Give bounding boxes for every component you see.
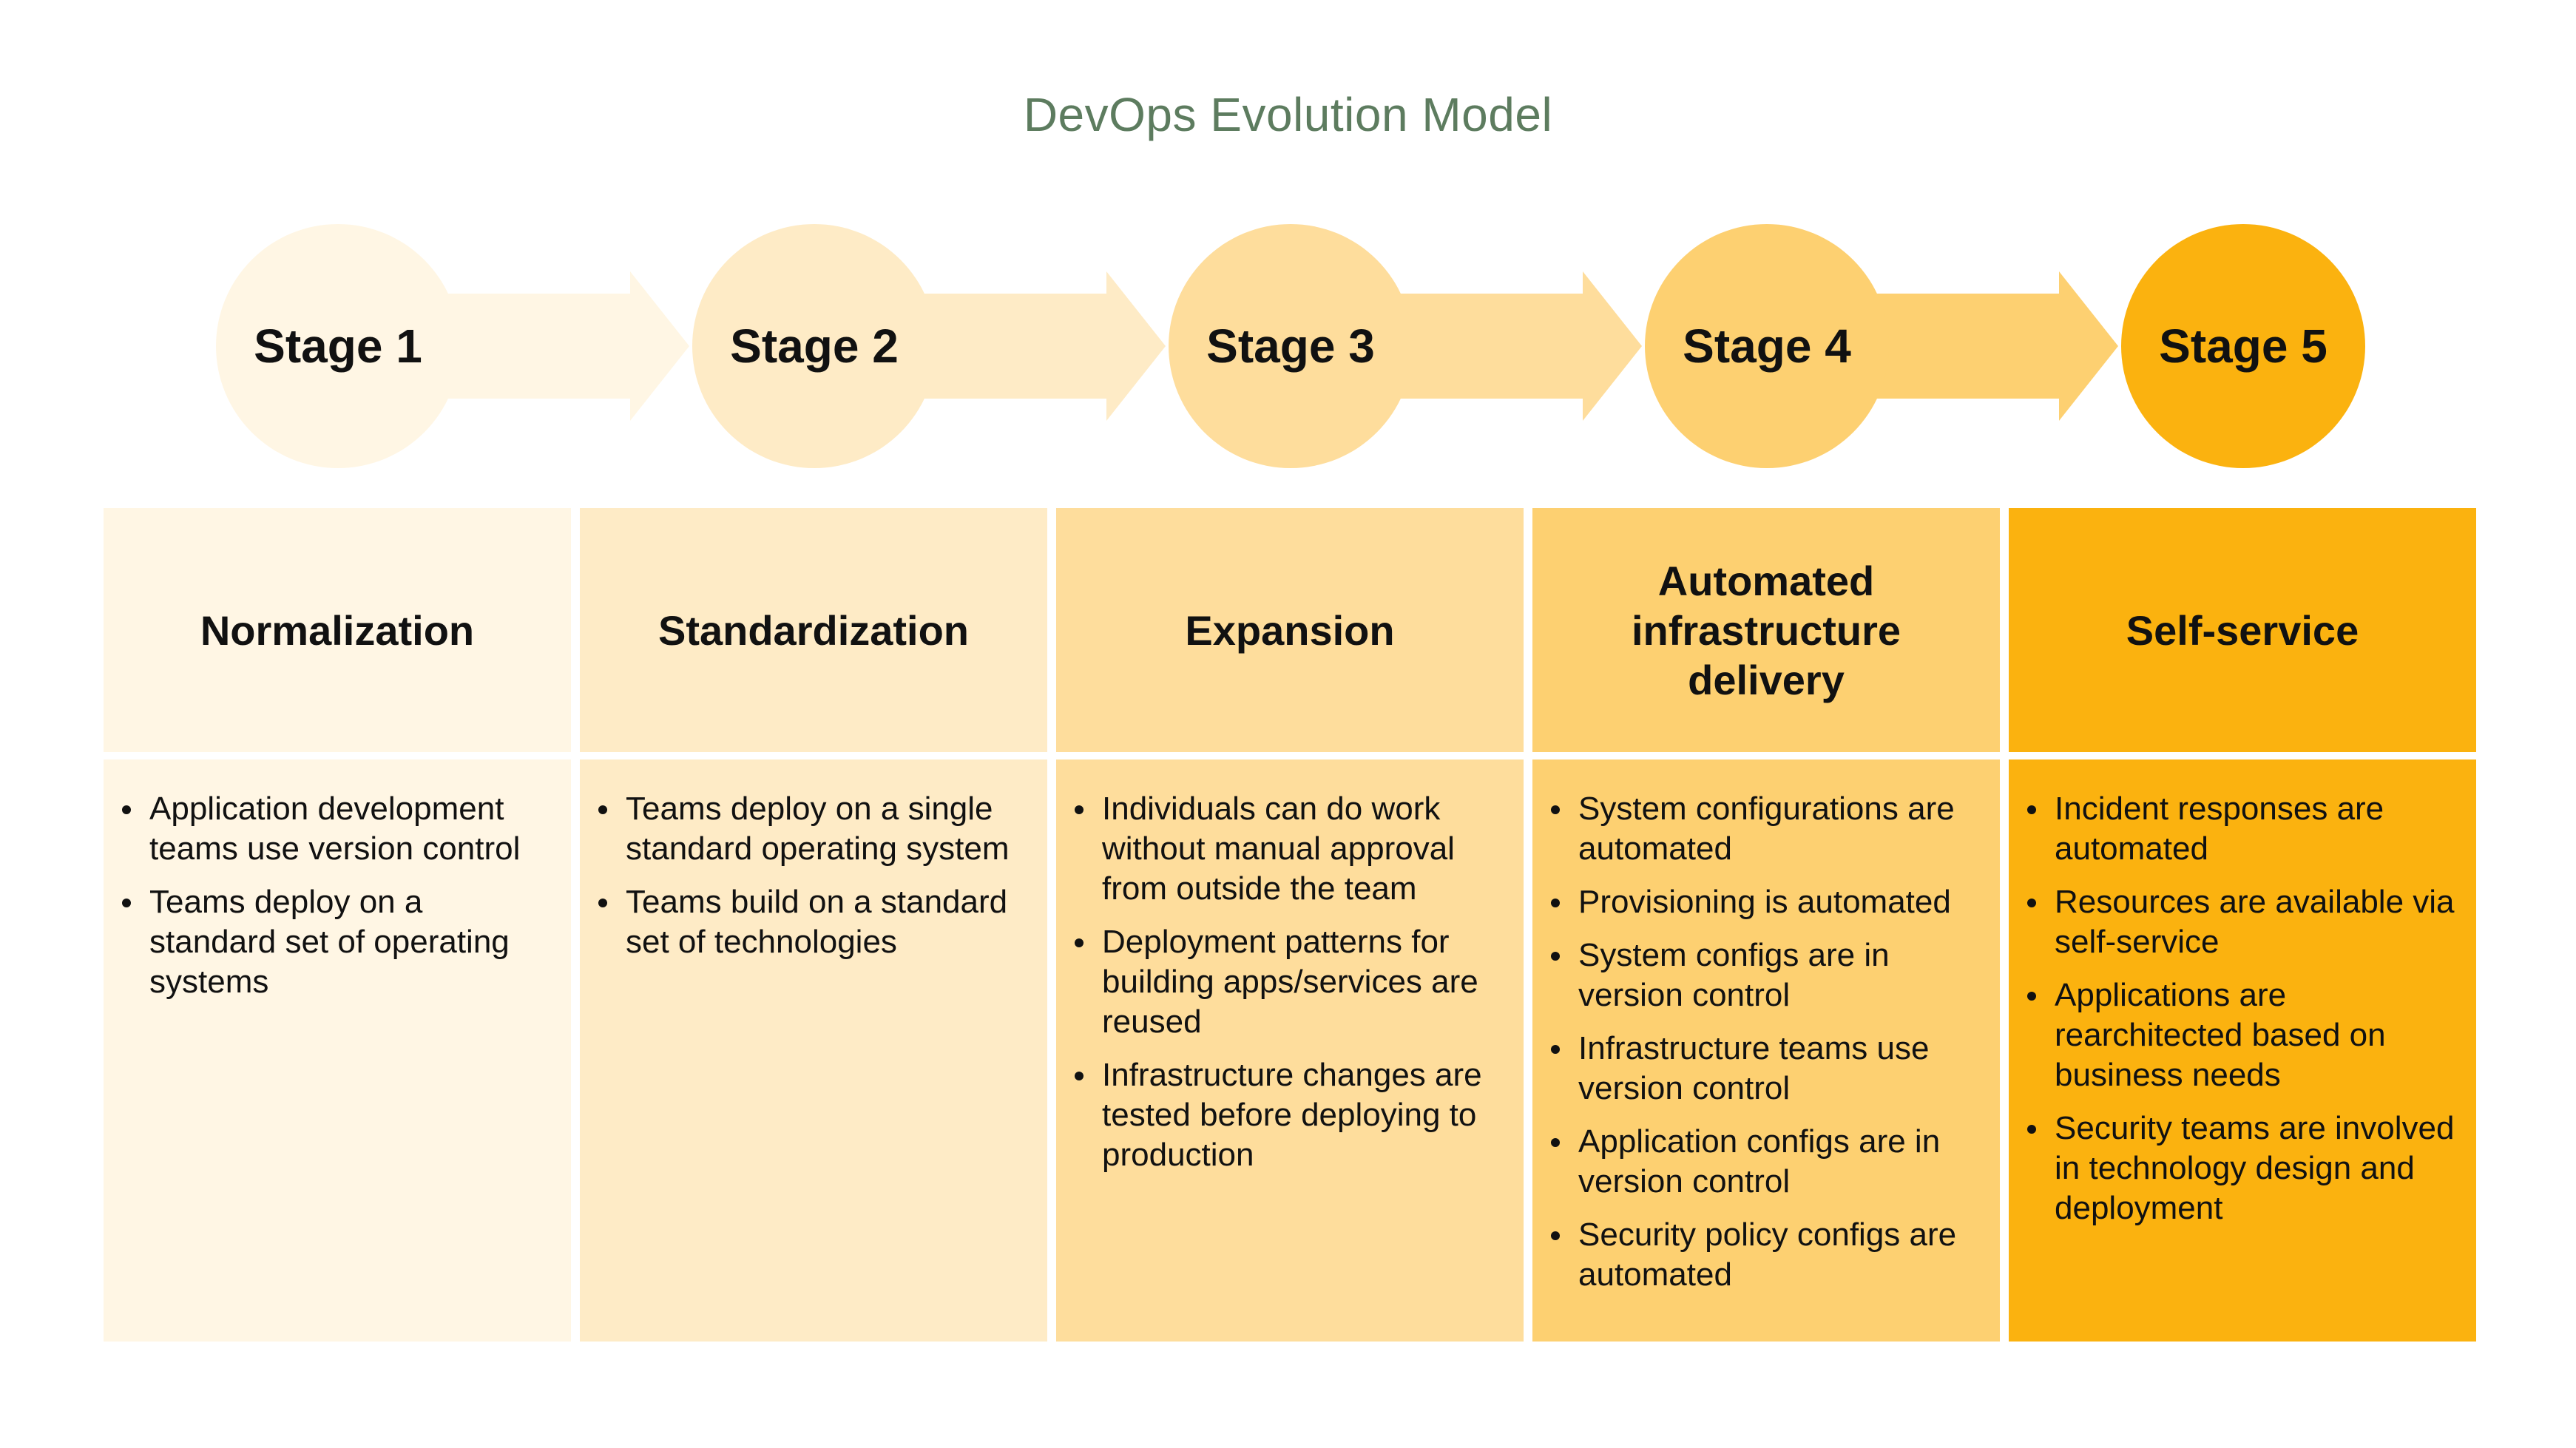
- arrow-shape: [423, 271, 689, 421]
- bullet-list: Individuals can do work without manual a…: [1056, 789, 1524, 1188]
- column-heading-box: Normalization: [104, 508, 571, 752]
- bullet-icon: [2027, 805, 2036, 814]
- stage-2: Stage 2: [692, 224, 1410, 468]
- bullet-icon: [122, 899, 131, 907]
- stage-circle: [1645, 224, 1889, 468]
- list-item-text: Applications are rearchitected based on …: [2055, 977, 2386, 1093]
- list-item: Individuals can do work without manual a…: [1056, 789, 1524, 909]
- bullet-icon: [1075, 1072, 1084, 1080]
- bullet-list: System configurations are automated Prov…: [1532, 789, 2000, 1308]
- list-item: Resources are available via self-service: [2009, 882, 2476, 962]
- list-item-text: Provisioning is automated: [1578, 884, 1951, 920]
- list-item-text: Infrastructure changes are tested before…: [1102, 1057, 1482, 1173]
- bullet-icon: [1075, 805, 1084, 814]
- column-heading: Self-service: [2126, 606, 2359, 654]
- list-item: Security teams are involved in technolog…: [2009, 1109, 2476, 1228]
- bullet-icon: [598, 899, 607, 907]
- stage-label: Stage 5: [2159, 319, 2327, 373]
- column-body: Teams deploy on a single standard operat…: [580, 759, 1047, 1342]
- stage-circle: [2121, 224, 2365, 468]
- diagram-title: DevOps Evolution Model: [1023, 88, 1553, 141]
- bullet-icon: [1551, 1231, 1560, 1240]
- list-item-text: Teams deploy on a single standard operat…: [626, 791, 1010, 867]
- list-item-text: Security policy configs are automated: [1578, 1217, 1957, 1293]
- list-item: Application configs are in version contr…: [1532, 1122, 2000, 1202]
- list-item: Incident responses are automated: [2009, 789, 2476, 869]
- list-item-text: System configurations are automated: [1578, 791, 1955, 867]
- stage-5: Stage 5: [2121, 224, 2373, 468]
- list-item: System configs are in version control: [1532, 936, 2000, 1015]
- column-body: Individuals can do work without manual a…: [1056, 759, 1524, 1342]
- list-item-text: Individuals can do work without manual a…: [1102, 791, 1455, 907]
- column-heading: Automated infrastructure delivery: [1631, 557, 1901, 703]
- column-heading-box: Expansion: [1056, 508, 1524, 752]
- list-item-text: Deployment patterns for building apps/se…: [1102, 924, 1478, 1040]
- arrow-stage-3-to-4: [1376, 271, 1642, 421]
- column-heading: Normalization: [200, 606, 475, 654]
- column-heading: Standardization: [657, 606, 970, 654]
- bullet-icon: [122, 805, 131, 814]
- stage-circle: [692, 224, 936, 468]
- list-item-text: Security teams are involved in technolog…: [2055, 1110, 2455, 1226]
- list-item-text: Application development teams use versio…: [149, 791, 521, 867]
- bullet-icon: [1551, 952, 1560, 961]
- stage-1: Stage 1: [216, 224, 933, 468]
- bullet-icon: [2027, 1125, 2036, 1134]
- bullet-list: Application development teams use versio…: [104, 789, 571, 1015]
- list-item: Deployment patterns for building apps/se…: [1056, 922, 1524, 1042]
- bullet-list: Teams deploy on a single standard operat…: [580, 789, 1047, 975]
- arrow-stage-4-to-5: [1852, 271, 2118, 421]
- list-item-text: Teams deploy on a standard set of operat…: [149, 884, 510, 1000]
- bullet-list: Incident responses are automated Resourc…: [2009, 789, 2476, 1242]
- bullet-icon: [1551, 899, 1560, 907]
- arrow-stage-2-to-3: [899, 271, 1166, 421]
- stage-label: Stage 1: [254, 319, 422, 373]
- stage-label: Stage 2: [730, 319, 899, 373]
- list-item: Security policy configs are automated: [1532, 1215, 2000, 1295]
- list-item: System configurations are automated: [1532, 789, 2000, 869]
- arrow-shape: [899, 271, 1166, 421]
- list-item-text: Resources are available via self-service: [2055, 884, 2455, 960]
- list-item-text: Infrastructure teams use version control: [1578, 1030, 1930, 1106]
- stage-circle: [1169, 224, 1413, 468]
- bullet-icon: [598, 805, 607, 814]
- stage-label: Stage 3: [1206, 319, 1375, 373]
- list-item: Teams deploy on a single standard operat…: [580, 789, 1047, 869]
- stage-circle: [216, 224, 460, 468]
- column-heading: Expansion: [1185, 606, 1395, 654]
- column-heading-box: Self-service: [2009, 508, 2476, 752]
- arrow-shape: [1376, 271, 1642, 421]
- bullet-icon: [1075, 938, 1084, 947]
- list-item: Teams build on a standard set of technol…: [580, 882, 1047, 962]
- stage-label: Stage 4: [1683, 319, 1851, 373]
- bullet-icon: [1551, 805, 1560, 814]
- stage-row: Stage 1 Stage 2 Stage 3 Stage 4 Stage 5: [0, 0, 2576, 518]
- arrow-stage-1-to-2: [423, 271, 689, 421]
- list-item: Applications are rearchitected based on …: [2009, 975, 2476, 1095]
- bullet-icon: [1551, 1138, 1560, 1147]
- list-item-text: Teams build on a standard set of technol…: [626, 884, 1008, 960]
- column-body: Application development teams use versio…: [104, 759, 571, 1342]
- stage-3: Stage 3: [1169, 224, 1886, 468]
- list-item: Infrastructure teams use version control: [1532, 1029, 2000, 1109]
- column-body: System configurations are automated Prov…: [1532, 759, 2000, 1342]
- bullet-icon: [1551, 1045, 1560, 1054]
- list-item: Provisioning is automated: [1532, 882, 2000, 922]
- bullet-icon: [2027, 992, 2036, 1001]
- list-item: Application development teams use versio…: [104, 789, 571, 869]
- column-heading-box: Standardization: [580, 508, 1047, 752]
- list-item: Infrastructure changes are tested before…: [1056, 1055, 1524, 1175]
- column-body: Incident responses are automated Resourc…: [2009, 759, 2476, 1342]
- list-item-text: Application configs are in version contr…: [1578, 1123, 1941, 1200]
- arrow-shape: [1852, 271, 2118, 421]
- column-heading-box: Automated infrastructure delivery: [1532, 508, 2000, 752]
- list-item: Teams deploy on a standard set of operat…: [104, 882, 571, 1002]
- list-item-text: Incident responses are automated: [2055, 791, 2384, 867]
- stage-4: Stage 4: [1645, 224, 2362, 468]
- list-item-text: System configs are in version control: [1578, 937, 1890, 1013]
- bullet-icon: [2027, 899, 2036, 907]
